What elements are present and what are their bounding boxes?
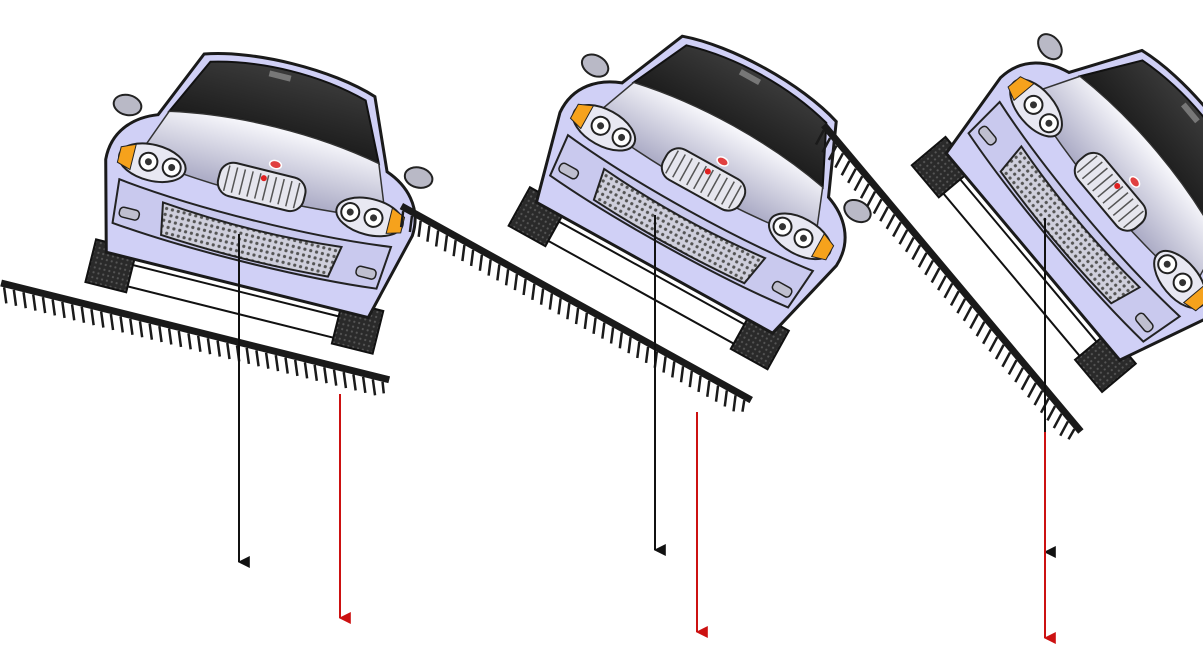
panel-stable <box>0 24 452 618</box>
panel-near-tipping <box>392 0 908 632</box>
car-front-icon <box>495 0 909 377</box>
panel-tipping <box>810 0 1203 638</box>
car-front-icon <box>70 24 452 358</box>
car-front-icon <box>902 0 1203 404</box>
